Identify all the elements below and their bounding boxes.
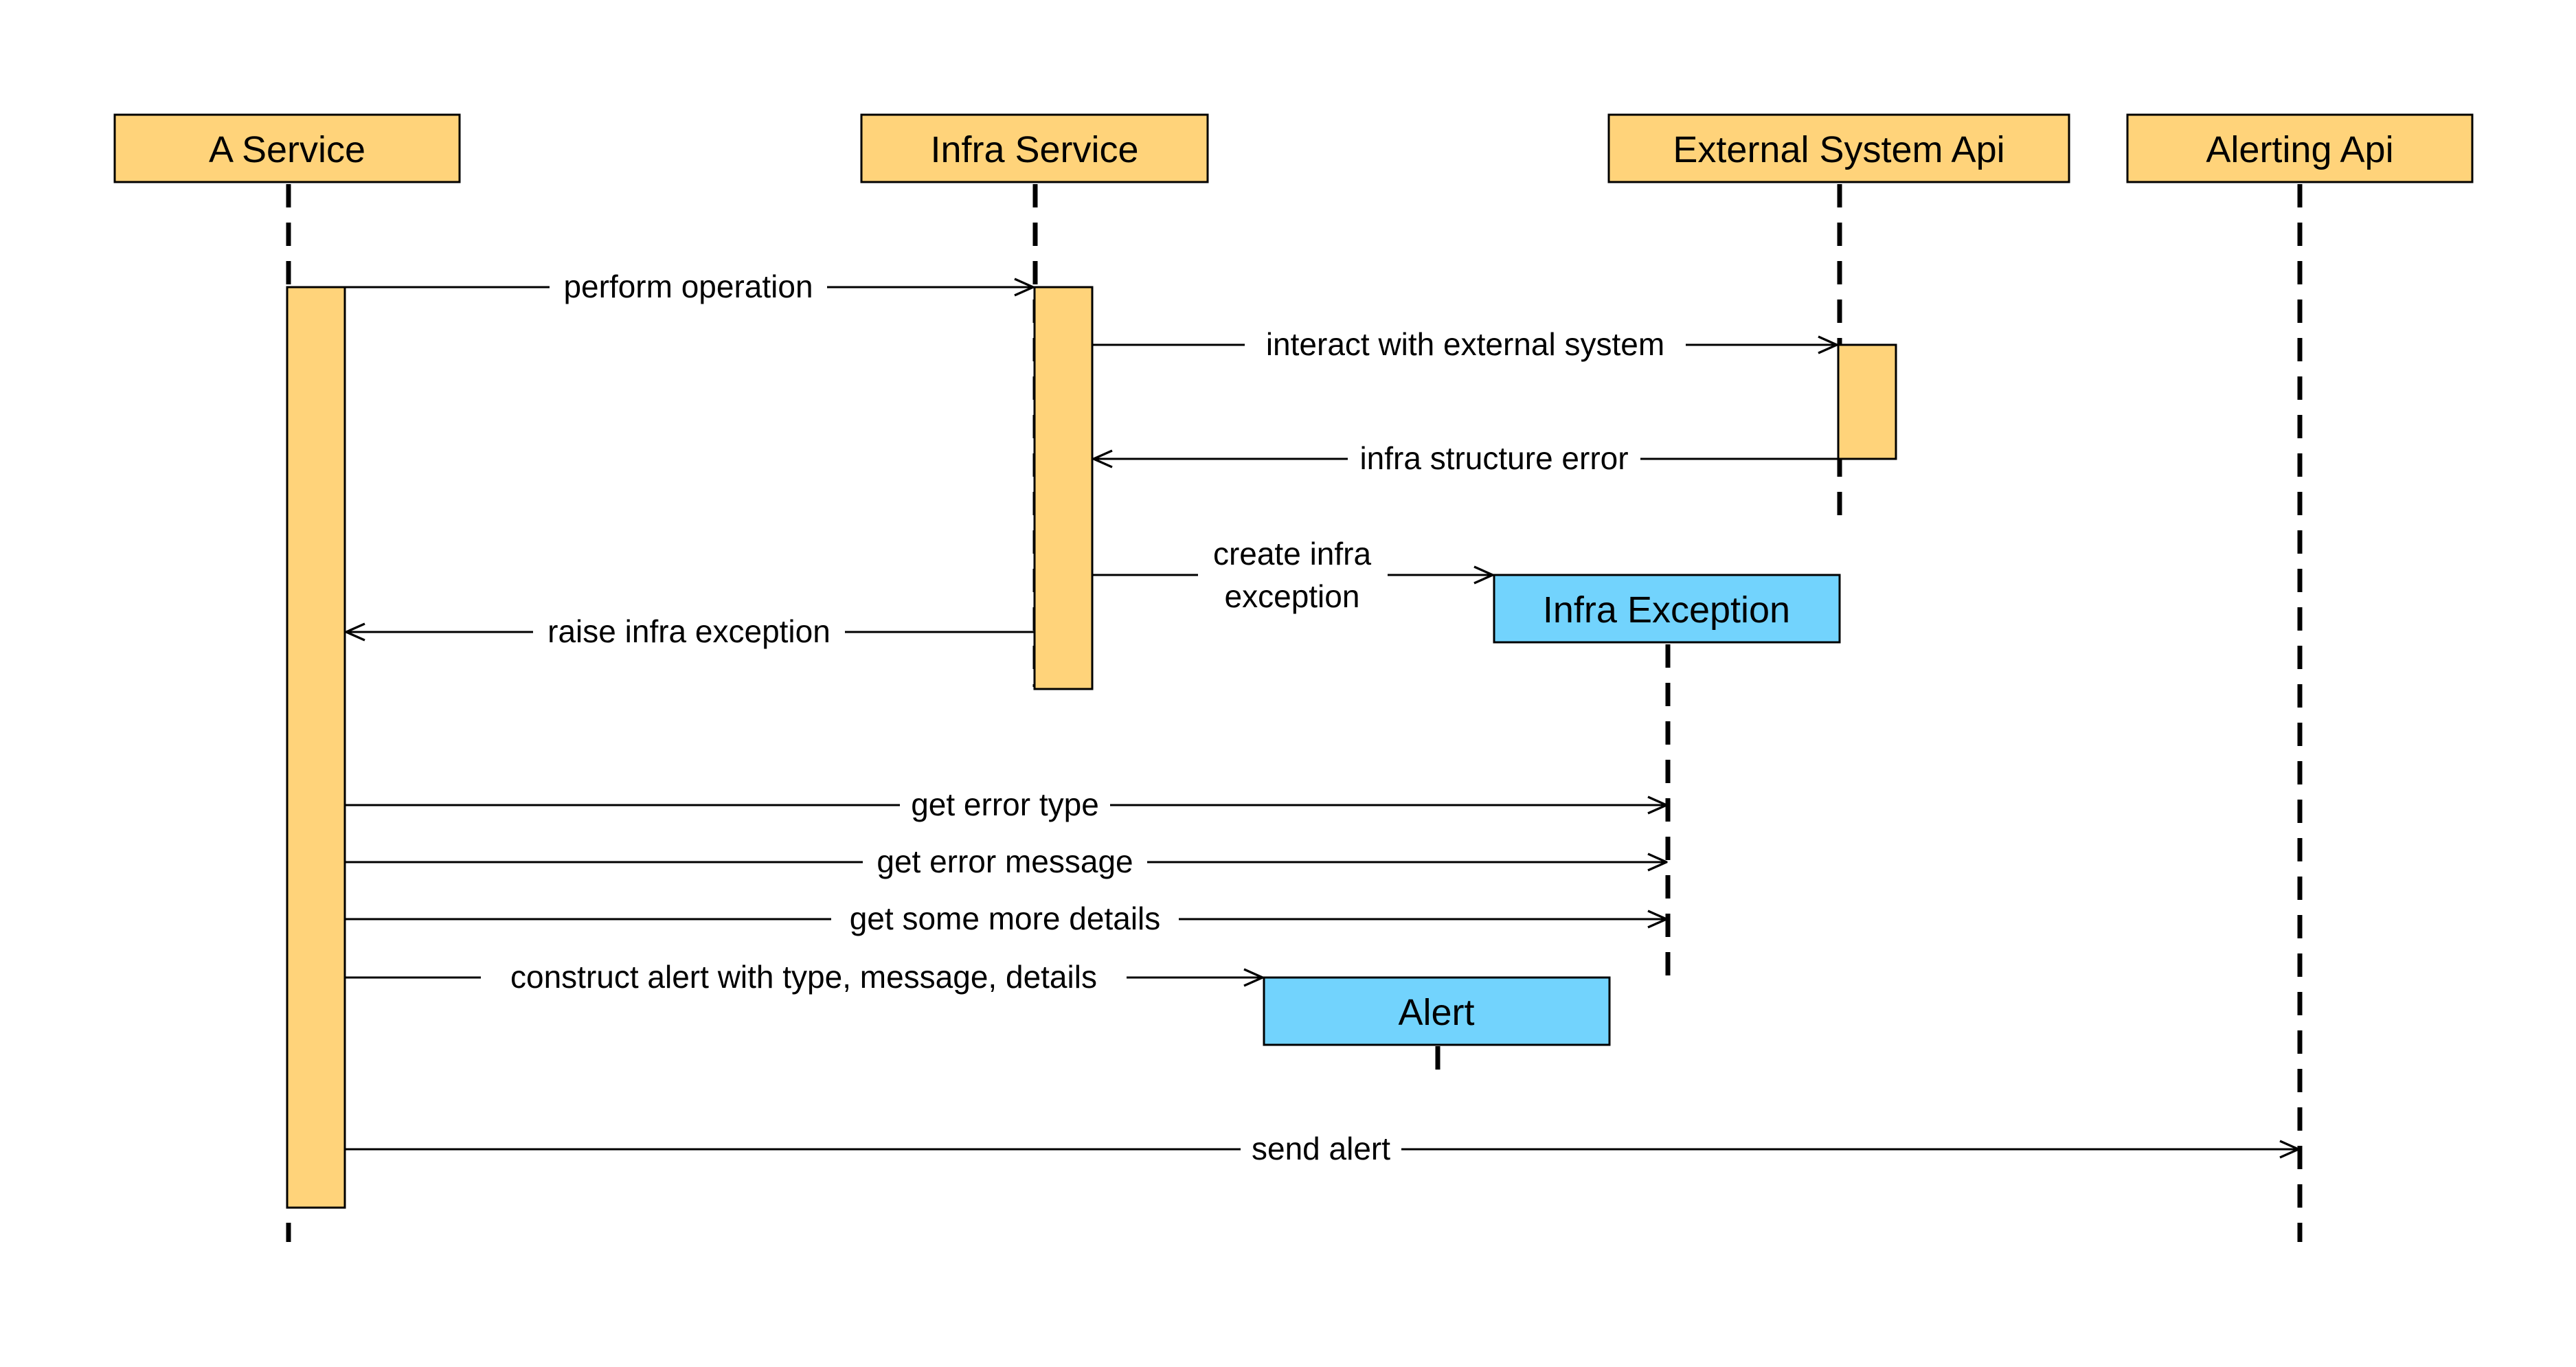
participant-a-service: A Service — [113, 113, 461, 183]
participant-label: Alerting Api — [2206, 129, 2393, 170]
participant-box — [113, 113, 461, 183]
object-alert: Alert — [1263, 976, 1611, 1046]
msg-interact-external: interact with external system — [1245, 326, 1686, 363]
participant-external-api: External System Api — [1607, 113, 2070, 183]
participant-infra-service: Infra Service — [860, 113, 1209, 183]
message-label: perform operation — [563, 269, 813, 304]
message-label: create infra — [1213, 536, 1372, 572]
object-label: Alert — [1398, 992, 1474, 1033]
activation-external-api — [1837, 343, 1897, 460]
message-labels: perform operation interact with external… — [481, 269, 1686, 1167]
participant-alerting-api: Alerting Api — [2126, 113, 2474, 183]
participant-label: External System Api — [1673, 129, 2004, 170]
object-label: Infra Exception — [1543, 589, 1790, 631]
participant-box — [1607, 113, 2070, 183]
activation-a-service — [286, 286, 346, 1209]
object-infra-exception: Infra Exception — [1493, 574, 1841, 644]
activation-bars — [286, 286, 1897, 1209]
message-label: raise infra exception — [547, 613, 831, 649]
message-label: get error type — [911, 787, 1099, 822]
message-label: infra structure error — [1359, 440, 1628, 476]
msg-construct-alert: construct alert with type, message, deta… — [481, 959, 1127, 995]
msg-get-error-message: get error message — [863, 844, 1147, 880]
message-label: construct alert with type, message, deta… — [510, 959, 1097, 995]
msg-perform-operation: perform operation — [550, 269, 827, 305]
participant-label: Infra Service — [930, 129, 1138, 170]
message-label: get error message — [877, 844, 1133, 879]
participant-headers: A Service Infra Service External System … — [113, 113, 2474, 183]
participant-box — [2126, 113, 2474, 183]
msg-create-infra-exception: create infra exception — [1198, 536, 1388, 617]
message-label: send alert — [1252, 1131, 1390, 1166]
created-objects: Infra Exception Alert — [1263, 574, 1841, 1046]
msg-raise-infra-exception: raise infra exception — [533, 613, 845, 650]
message-label: get some more details — [850, 901, 1161, 936]
msg-get-error-type: get error type — [900, 787, 1110, 823]
msg-infra-structure-error: infra structure error — [1348, 440, 1640, 477]
message-label: interact with external system — [1266, 326, 1664, 362]
msg-send-alert: send alert — [1241, 1131, 1401, 1167]
object-box — [1493, 574, 1841, 644]
message-label: exception — [1225, 578, 1360, 614]
participant-box — [860, 113, 1209, 183]
object-box — [1263, 976, 1611, 1046]
msg-get-more-details: get some more details — [831, 901, 1179, 937]
participant-label: A Service — [209, 129, 365, 170]
activation-infra-service — [1033, 286, 1094, 690]
